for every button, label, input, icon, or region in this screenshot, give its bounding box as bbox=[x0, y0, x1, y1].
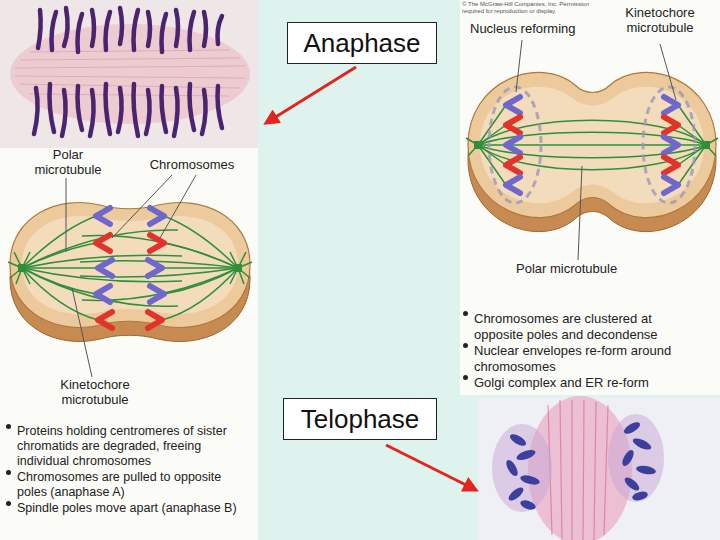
bullet-item: Chromosomes are pulled to opposite poles… bbox=[6, 470, 256, 500]
stage-name-box: Telophase bbox=[283, 398, 437, 440]
pointer-arrow bbox=[386, 445, 476, 490]
pointer-arrow bbox=[266, 67, 356, 123]
copyright-note: © The McGraw-Hill Companies, Inc. Permis… bbox=[462, 1, 612, 15]
bullet-list: Chromosomes are clustered at opposite po… bbox=[463, 311, 719, 392]
bullet-item: Chromosomes are clustered at opposite po… bbox=[463, 311, 719, 342]
anaphase-micrograph bbox=[0, 0, 258, 148]
bullet-item: Nuclear envelopes re-form around chromos… bbox=[463, 343, 719, 374]
leader-lines bbox=[66, 175, 196, 377]
leader-lines bbox=[516, 40, 676, 260]
structure-label: Polar microtubule bbox=[516, 262, 646, 277]
left-panel bbox=[0, 148, 258, 540]
bullet-item: Proteins holding centromeres of sister c… bbox=[6, 424, 256, 469]
right-panel bbox=[460, 0, 720, 395]
bullet-text: Chromosomes are pulled to opposite poles… bbox=[17, 470, 253, 500]
structure-label: Kinetochore microtubule bbox=[612, 6, 708, 36]
bullet-dot bbox=[6, 470, 11, 475]
structure-label: Kinetochore microtubule bbox=[50, 378, 140, 408]
structure-label: Polar microtubule bbox=[22, 148, 114, 178]
bullet-list: Proteins holding centromeres of sister c… bbox=[6, 424, 256, 517]
bullet-dot bbox=[463, 343, 468, 348]
anaphase-cell-illustration bbox=[8, 175, 252, 377]
stage-name: Telophase bbox=[301, 404, 420, 435]
bullet-dot bbox=[6, 424, 11, 429]
bullet-dot bbox=[463, 375, 468, 380]
bullet-text: Proteins holding centromeres of sister c… bbox=[17, 424, 253, 469]
stage-name: Anaphase bbox=[303, 28, 420, 59]
bullet-item: Spindle poles move apart (anaphase B) bbox=[6, 501, 256, 516]
bullet-text: Spindle poles move apart (anaphase B) bbox=[17, 501, 253, 516]
stage-name-box: Anaphase bbox=[287, 22, 437, 64]
bullet-item: Golgi complex and ER re-form bbox=[463, 375, 719, 391]
telophase-cell-illustration bbox=[466, 40, 718, 260]
structure-label: Chromosomes bbox=[140, 158, 244, 173]
bullet-dot bbox=[6, 501, 11, 506]
structure-label: Nucleus reforming bbox=[470, 22, 600, 37]
bullet-text: Nuclear envelopes re-form around chromos… bbox=[474, 343, 696, 374]
bullet-text: Golgi complex and ER re-form bbox=[474, 375, 696, 391]
bullet-dot bbox=[463, 311, 468, 316]
bullet-text: Chromosomes are clustered at opposite po… bbox=[474, 311, 696, 342]
telophase-micrograph bbox=[478, 396, 720, 540]
